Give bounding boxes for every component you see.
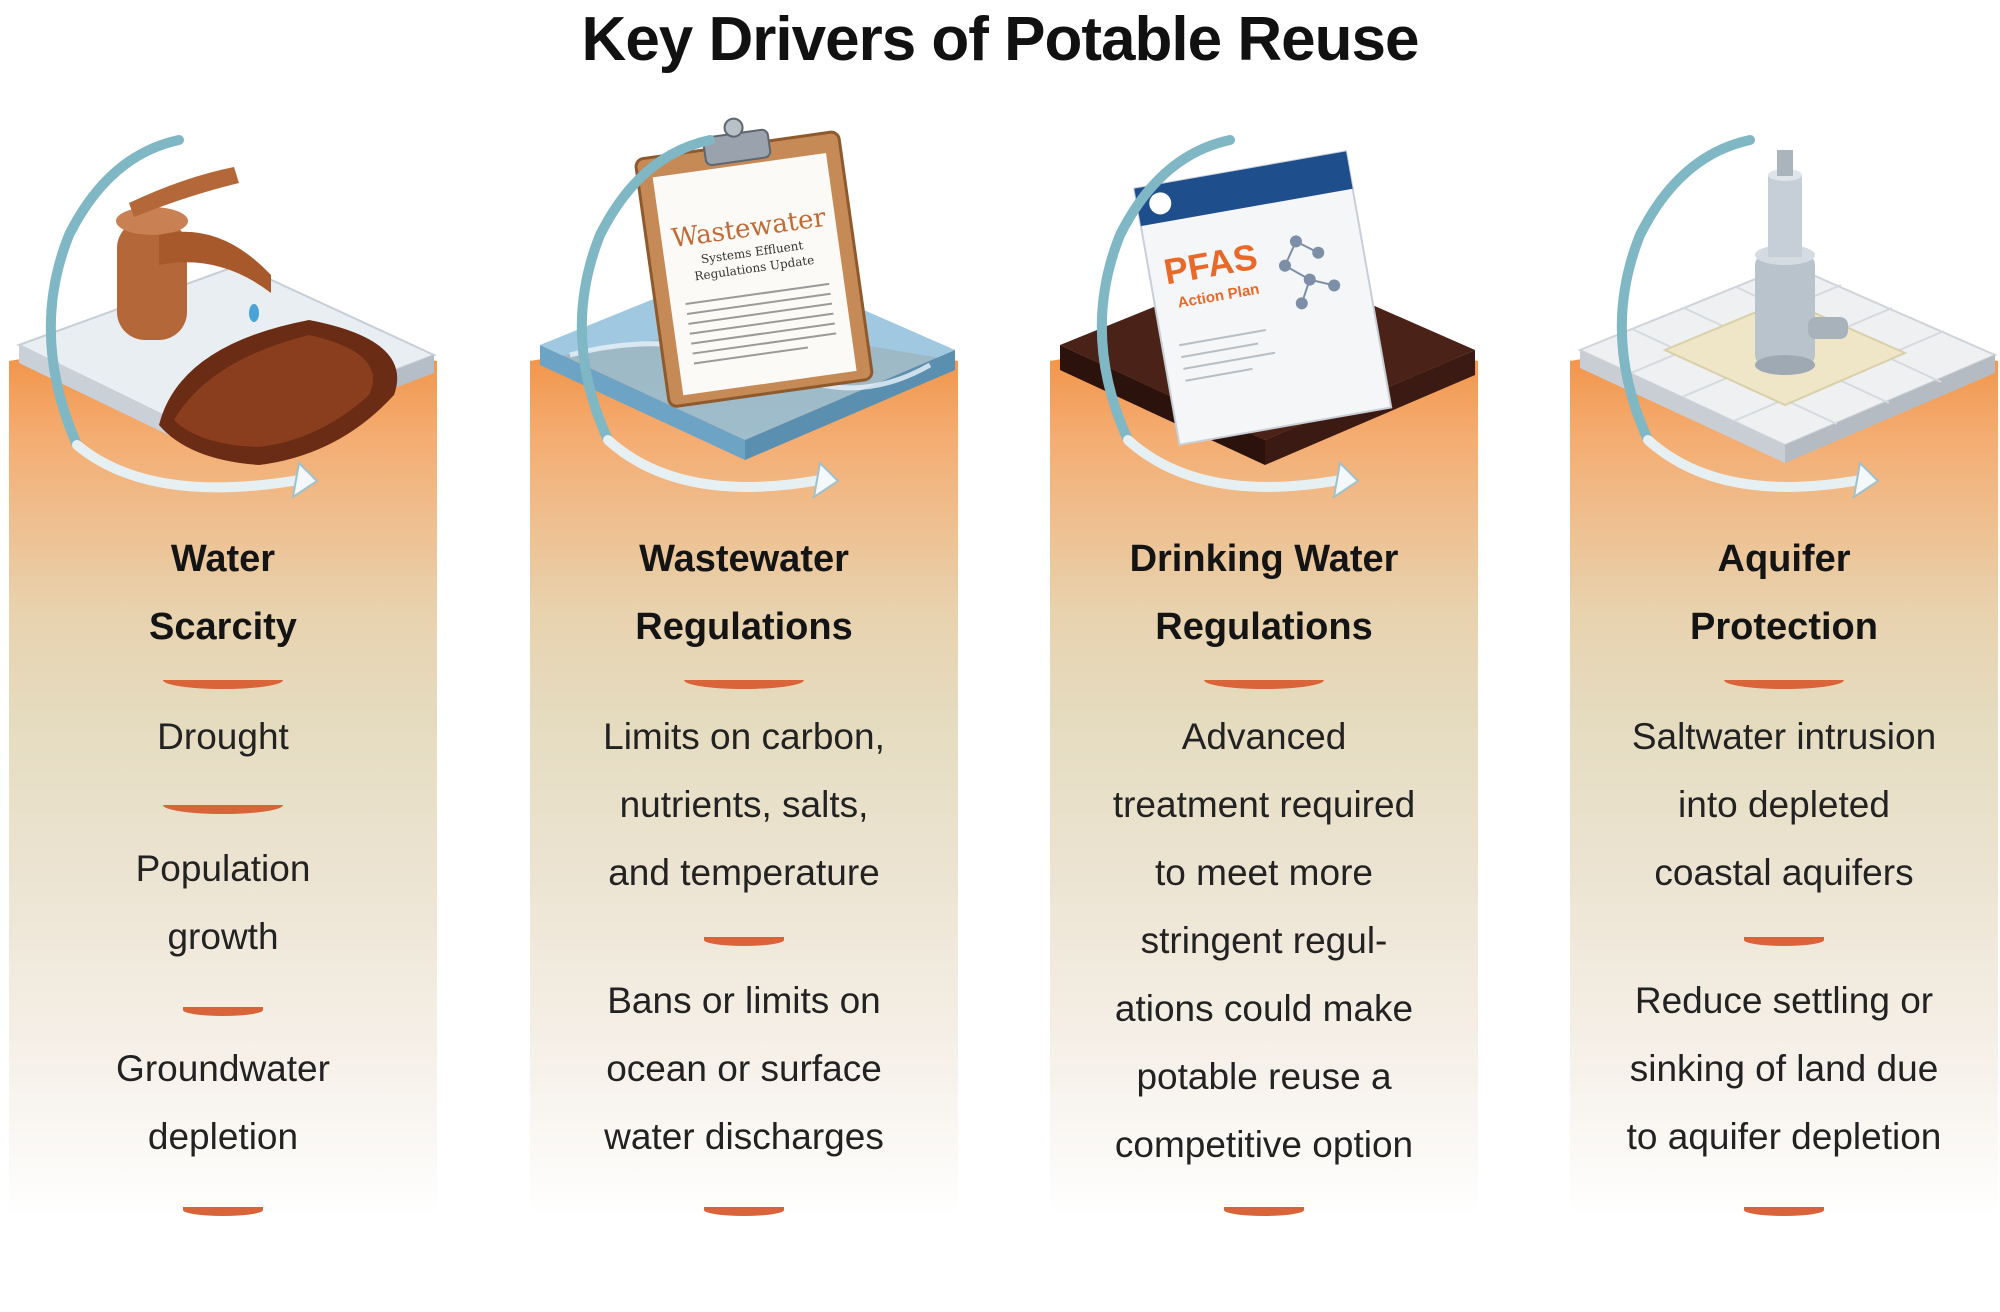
list-item: Bans or limits on ocean or surface water…: [604, 980, 884, 1157]
report-icon: PFAS Action Plan: [1050, 95, 1478, 515]
separator: [1744, 937, 1824, 946]
separator: [163, 680, 283, 689]
separator: [1224, 1207, 1304, 1216]
separator: [1744, 1207, 1824, 1216]
separator: [183, 1207, 263, 1216]
list-item: Saltwater intrusion into depleted coasta…: [1631, 716, 1937, 893]
separator: [1724, 680, 1844, 689]
page-title: Key Drivers of Potable Reuse: [581, 5, 1420, 74]
separator: [704, 1207, 784, 1216]
column-heading: Wastewater Regulations: [635, 538, 853, 648]
list-item: Groundwater depletion: [116, 1048, 330, 1157]
list-item: Drought: [157, 716, 289, 757]
column-water-scarcity: Water Scarcity Drought Population growth…: [9, 95, 437, 1275]
separator: [183, 1007, 263, 1016]
separator: [684, 680, 804, 689]
list-item: Advanced treatment required to meet more…: [1112, 716, 1416, 1165]
separator: [1204, 680, 1324, 689]
list-item: Limits on carbon, nutrients, salts, and …: [603, 716, 885, 893]
column-wastewater-regulations: Wastewater Systems Effluent Regulations …: [530, 95, 958, 1275]
column-heading: Drinking Water Regulations: [1129, 538, 1399, 648]
faucet-icon: [9, 95, 437, 515]
well-icon: [1570, 95, 1998, 515]
separator: [704, 937, 784, 946]
column-drinking-water-regulations: PFAS Action Plan: [1050, 95, 1478, 1275]
clipboard-icon: Wastewater Systems Effluent Regulations …: [530, 95, 958, 515]
column-heading: Water Scarcity: [149, 538, 297, 648]
column-heading: Aquifer Protection: [1690, 538, 1878, 648]
column-aquifer-protection: Aquifer Protection Saltwater intrusion i…: [1570, 95, 1998, 1275]
list-item: Reduce settling or sinking of land due t…: [1626, 980, 1942, 1157]
list-item: Population growth: [135, 848, 311, 957]
separator: [163, 805, 283, 814]
